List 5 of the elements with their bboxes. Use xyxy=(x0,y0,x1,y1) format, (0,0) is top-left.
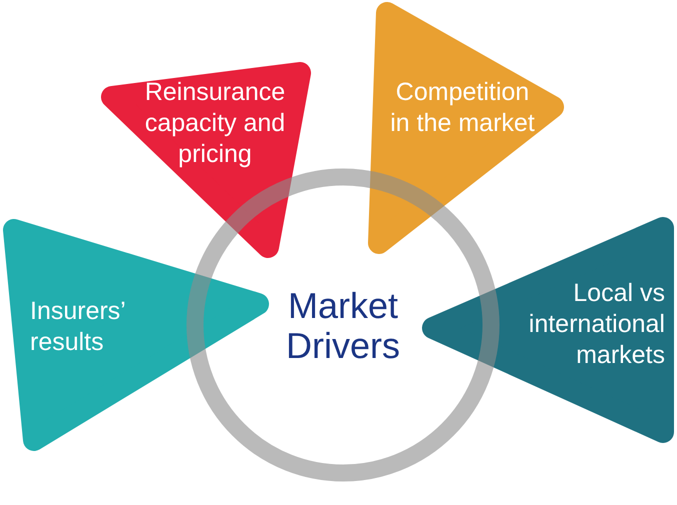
petal-label: Reinsurance capacity and pricing xyxy=(144,77,286,170)
petal-label: Competition in the market xyxy=(390,77,535,139)
petal-label: Insurers’ results xyxy=(30,296,126,358)
center-label: Market Drivers xyxy=(285,286,401,366)
petal-label: Local vs international markets xyxy=(528,278,665,371)
